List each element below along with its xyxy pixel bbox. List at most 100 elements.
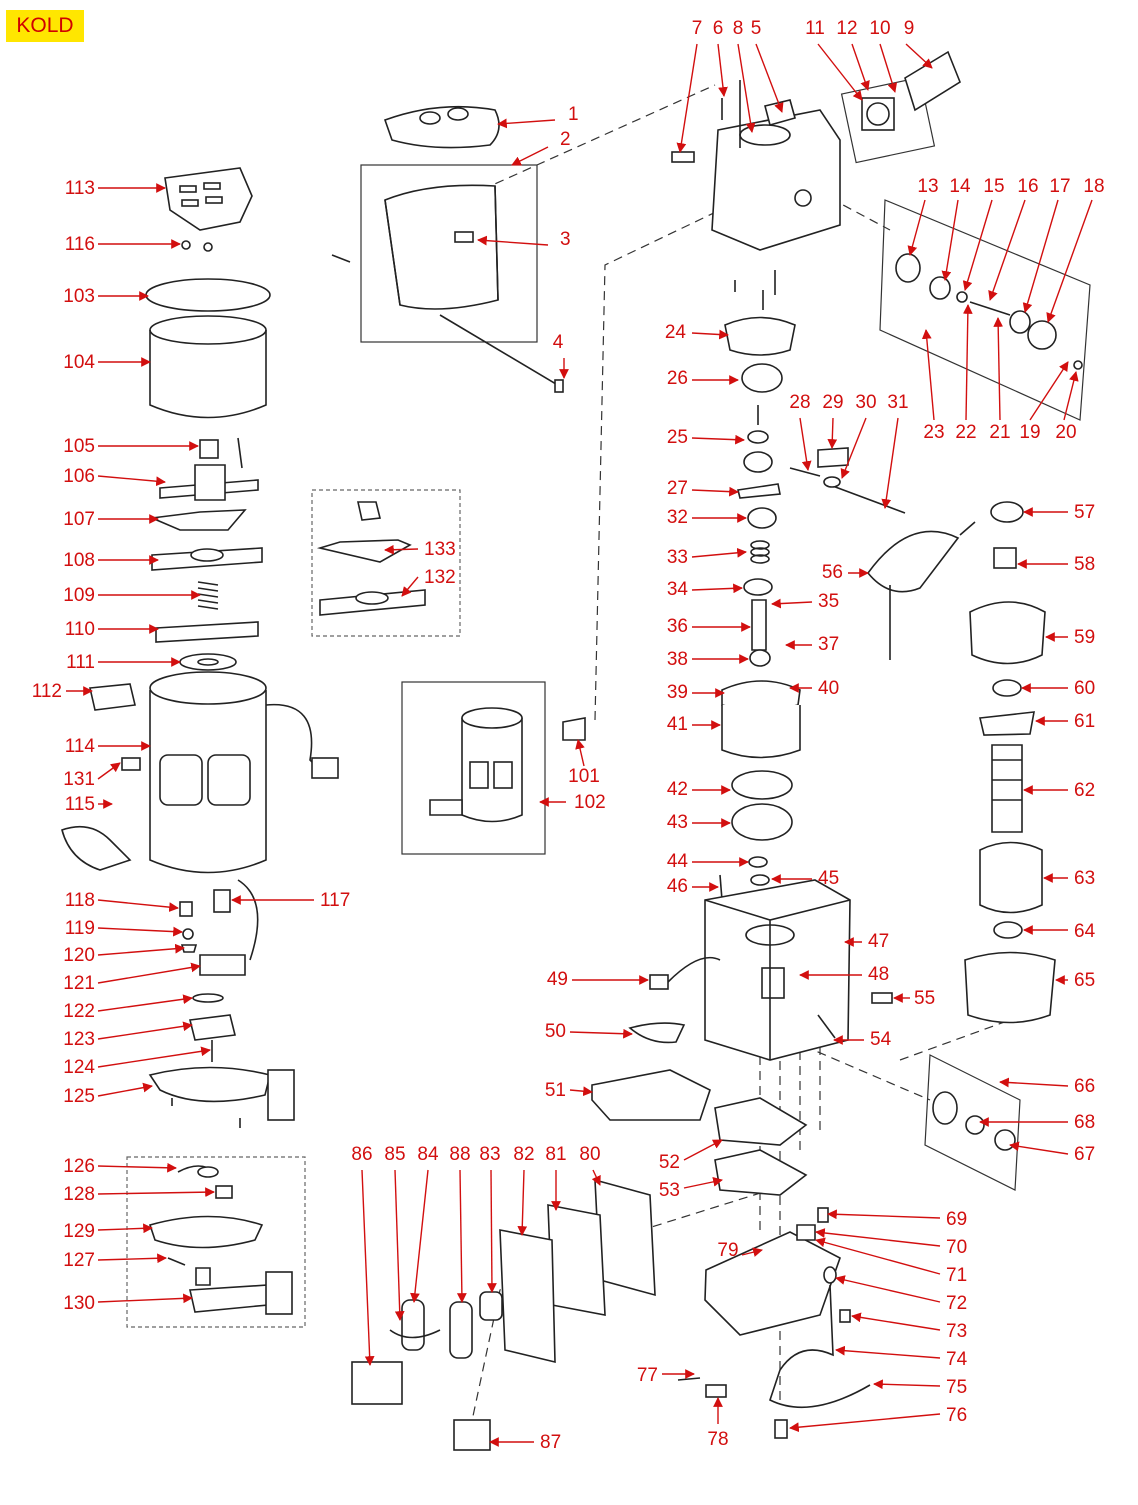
callout-label-24: 24 (665, 322, 687, 343)
callout-leader-122 (97, 994, 193, 1012)
callout-label-60: 60 (1074, 678, 1095, 699)
callout-label-103: 103 (63, 286, 95, 307)
callout-label-14: 14 (949, 176, 971, 197)
callout-label-15: 15 (983, 176, 1004, 197)
callout-label-120: 120 (63, 945, 95, 966)
callout-label-26: 26 (667, 368, 688, 389)
screws-114 (181, 240, 213, 252)
callout-label-54: 54 (870, 1029, 892, 1050)
callout-label-40: 40 (818, 678, 839, 699)
callout-label-47: 47 (868, 931, 889, 952)
callout-label-7: 7 (692, 18, 703, 39)
agitator-stack (148, 437, 263, 671)
callout-leader-6 (717, 43, 728, 97)
callout-leader-20 (1063, 371, 1079, 421)
switch-group-64 (924, 1054, 1021, 1191)
callout-label-43: 43 (667, 812, 688, 833)
callout-leader-28 (799, 417, 812, 471)
callout-label-86: 86 (351, 1144, 372, 1165)
callout-label-58: 58 (1074, 554, 1095, 575)
callout-leader-53 (683, 1177, 723, 1189)
callout-label-80: 80 (579, 1144, 600, 1165)
callout-label-22: 22 (955, 422, 976, 443)
callout-label-32: 32 (667, 507, 688, 528)
callout-label-9: 9 (904, 18, 915, 39)
callout-label-102: 102 (574, 792, 606, 813)
callout-leader-132 (401, 576, 419, 597)
callout-label-72: 72 (946, 1293, 967, 1314)
kit-133 (311, 489, 461, 637)
fan-assembly (840, 50, 961, 164)
callout-label-117: 117 (320, 890, 350, 911)
callout-label-111: 111 (66, 652, 95, 673)
callout-leader-80 (591, 1169, 601, 1186)
callout-leader-8 (737, 43, 756, 133)
callout-label-109: 109 (63, 585, 95, 606)
callout-leader-22 (962, 304, 973, 421)
motor-group (866, 501, 1056, 1024)
callout-label-55: 55 (914, 988, 935, 1009)
callout-label-84: 84 (417, 1144, 439, 1165)
callout-label-11: 11 (805, 18, 825, 39)
callout-leader-125 (97, 1082, 153, 1097)
callout-label-35: 35 (818, 591, 839, 612)
callout-leader-9 (905, 43, 933, 69)
callout-label-73: 73 (946, 1321, 967, 1342)
callout-leader-127 (97, 1253, 167, 1264)
callout-label-131: 131 (63, 769, 95, 790)
callout-label-105: 105 (63, 436, 95, 457)
callout-leader-2 (511, 146, 549, 166)
base-plate-77 (677, 1207, 871, 1439)
callout-label-36: 36 (667, 616, 688, 637)
callout-label-50: 50 (545, 1021, 566, 1042)
callout-label-104: 104 (63, 352, 95, 373)
callout-label-18: 18 (1083, 176, 1104, 197)
callout-label-124: 124 (63, 1057, 95, 1078)
callout-label-106: 106 (63, 466, 95, 487)
callout-label-49: 49 (547, 969, 568, 990)
callout-leader-15 (962, 199, 993, 291)
callout-leader-86 (361, 1169, 375, 1366)
bottom-parts-left (148, 879, 295, 1128)
callout-label-129: 129 (63, 1221, 95, 1242)
callout-leader-74 (835, 1345, 941, 1359)
callout-leader-1 (497, 118, 556, 129)
head-housing-8 (671, 80, 841, 251)
main-body-47 (591, 879, 893, 1196)
callout-label-53: 53 (659, 1180, 680, 1201)
callout-label-30: 30 (855, 392, 876, 413)
brush-assembly-23 (879, 199, 1091, 421)
callout-leader-11 (817, 43, 863, 101)
callout-leader-25 (691, 434, 745, 445)
callout-label-59: 59 (1074, 627, 1095, 648)
callout-label-17: 17 (1049, 176, 1070, 197)
callout-label-133: 133 (424, 539, 456, 560)
callout-label-64: 64 (1074, 921, 1096, 942)
callout-label-25: 25 (667, 427, 688, 448)
callout-label-2: 2 (560, 129, 571, 150)
callout-label-8: 8 (733, 18, 744, 39)
callout-leader-119 (97, 926, 183, 937)
callout-label-70: 70 (946, 1237, 967, 1258)
callout-label-110: 110 (65, 619, 95, 640)
callout-leader-29 (827, 417, 838, 449)
callout-label-114: 114 (65, 736, 96, 757)
callout-label-12: 12 (836, 18, 857, 39)
callout-leader-133 (384, 544, 419, 555)
lid-101 (145, 278, 271, 312)
callout-label-81: 81 (545, 1144, 566, 1165)
callout-label-61: 61 (1074, 711, 1095, 732)
callout-leader-83 (487, 1169, 497, 1293)
callout-leader-13 (907, 199, 926, 256)
callout-label-69: 69 (946, 1209, 967, 1230)
callout-label-44: 44 (667, 851, 689, 872)
callout-label-19: 19 (1019, 422, 1040, 443)
callout-label-63: 63 (1074, 868, 1095, 889)
callout-leader-7 (676, 43, 698, 153)
callout-leader-71 (815, 1237, 941, 1275)
callout-label-1: 1 (568, 104, 579, 125)
callout-leader-5 (755, 43, 784, 113)
callout-leader-21 (993, 317, 1004, 421)
